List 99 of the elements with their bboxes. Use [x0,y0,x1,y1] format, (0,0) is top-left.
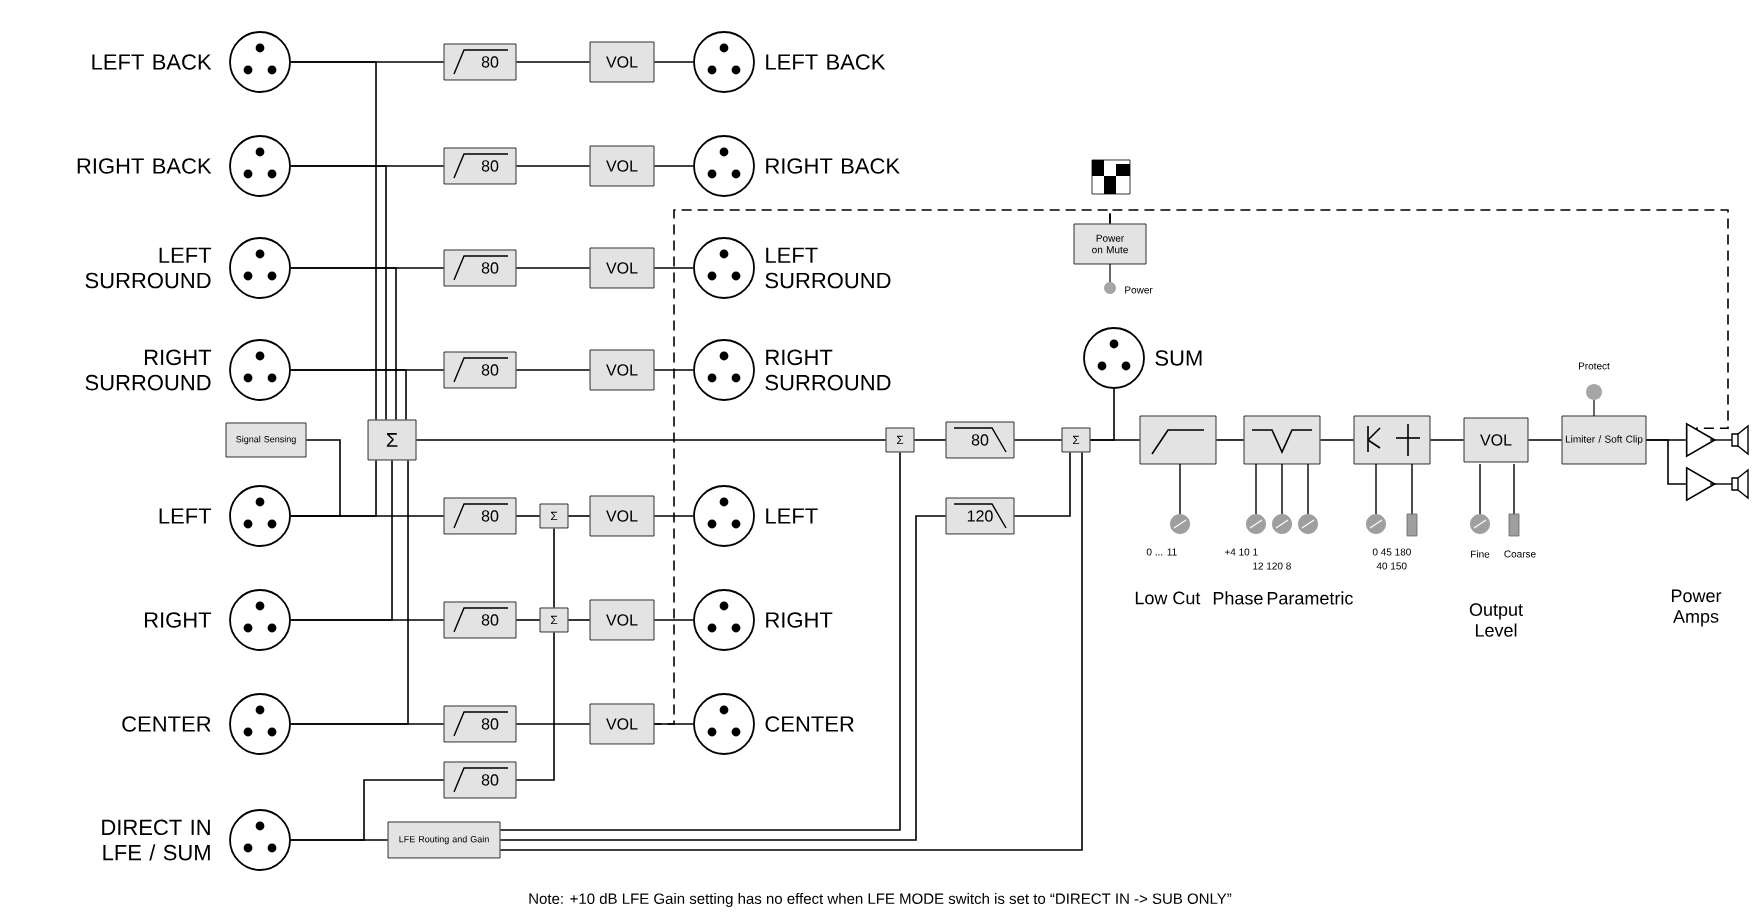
filter-box [1139,415,1217,465]
connector-line [653,267,694,269]
high-pass-filter-box: 80 [443,43,517,81]
connector-line [415,439,887,441]
connector-line [515,267,591,269]
connector-label: RIGHT BACK [766,158,900,174]
connector-label: CENTER [765,716,854,732]
high-pass-filter-box: 80 [443,601,517,639]
xlr-connector [229,339,291,401]
connector-label: SUM [1155,350,1202,366]
connector-label: LEFT [159,508,212,524]
connector-line [290,369,407,421]
low-pass-filter-box: 80 [945,421,1015,459]
label-text: Output Level [1469,603,1523,637]
process-box: VOL [589,145,655,187]
xlr-connector [693,31,755,93]
process-box: VOL [1463,417,1529,463]
connector-label: LEFT BACK [92,54,212,70]
connector-line [515,515,541,517]
connector-line [653,515,694,517]
connector-line [553,527,555,609]
connector-line [567,619,591,621]
connector-line [515,723,591,725]
connector-line [499,451,901,831]
connector-label: CENTER [122,716,211,732]
filter-box [1243,415,1321,465]
label-text: Power Amps [1671,589,1722,627]
connector-line [653,209,1111,725]
connector-label: RIGHT SURROUND [85,349,212,391]
connector-label: LEFT SURROUND [765,247,891,289]
connector-label: LEFT SURROUND [85,247,212,289]
high-pass-filter-box: 80 [443,497,517,535]
connector-line [290,439,341,517]
connector-line [515,369,591,371]
xlr-connector [229,485,291,547]
filter-box [1353,415,1431,465]
xlr-connector [693,485,755,547]
summing-box: Σ [367,419,417,461]
connector-line [653,369,694,371]
connector-line [567,515,591,517]
process-box: VOL [589,247,655,289]
label-text: Parametric [1267,591,1353,605]
high-pass-filter-box: 80 [443,705,517,743]
xlr-connector [693,589,755,651]
connector-line [515,619,541,621]
process-box: VOL [589,41,655,83]
connector-label: RIGHT [766,612,833,628]
connector-line [653,165,694,167]
connector-label: RIGHT BACK [77,158,212,174]
xlr-connector [229,135,291,197]
process-box: VOL [589,495,655,537]
xlr-connector [1083,327,1145,389]
xlr-connector [693,693,755,755]
xlr-connector [693,135,755,197]
connector-line [653,61,694,63]
connector-line [515,61,591,63]
connector-label: LEFT [766,508,818,524]
connector-line [499,451,1083,851]
high-pass-filter-box: 80 [443,147,517,185]
xlr-connector [229,693,291,755]
connector-line [1645,439,1687,485]
connector-line [1013,451,1071,517]
process-box: VOL [589,599,655,641]
connector-line [1215,439,1245,441]
label-text: Low Cut [1135,591,1201,605]
high-pass-filter-box: 80 [443,351,517,389]
xlr-connector [229,589,291,651]
xlr-connector [693,339,755,401]
connector-line [290,459,393,621]
connector-label: LEFT BACK [766,54,886,70]
connector-line [1013,439,1063,441]
connector-line [1109,209,1729,430]
connector-line [290,61,377,421]
connector-line [515,165,591,167]
connector-line [913,439,947,441]
process-box: VOL [589,703,655,745]
connector-label: DIRECT IN LFE / SUM [102,819,210,861]
process-box: VOL [589,349,655,391]
low-pass-filter-box: 120 [945,497,1015,535]
connector-line [1089,388,1115,441]
xlr-connector [229,809,291,871]
xlr-connector [229,31,291,93]
connector-label: RIGHT SURROUND [765,349,891,391]
high-pass-filter-box: 80 [443,761,517,799]
label-text: Phase [1213,591,1263,605]
connector-line [1429,439,1465,441]
connector-line [290,267,397,421]
connector-line [1319,439,1355,441]
connector-line [290,459,409,725]
connector-line [1527,439,1563,441]
xlr-connector [229,237,291,299]
connector-line [290,779,445,841]
connector-line [515,631,555,781]
connector-line [290,165,387,421]
connector-line [653,619,694,621]
xlr-connector [693,237,755,299]
connector-line [499,515,947,841]
connector-label: RIGHT [145,612,212,628]
high-pass-filter-box: 80 [443,249,517,287]
